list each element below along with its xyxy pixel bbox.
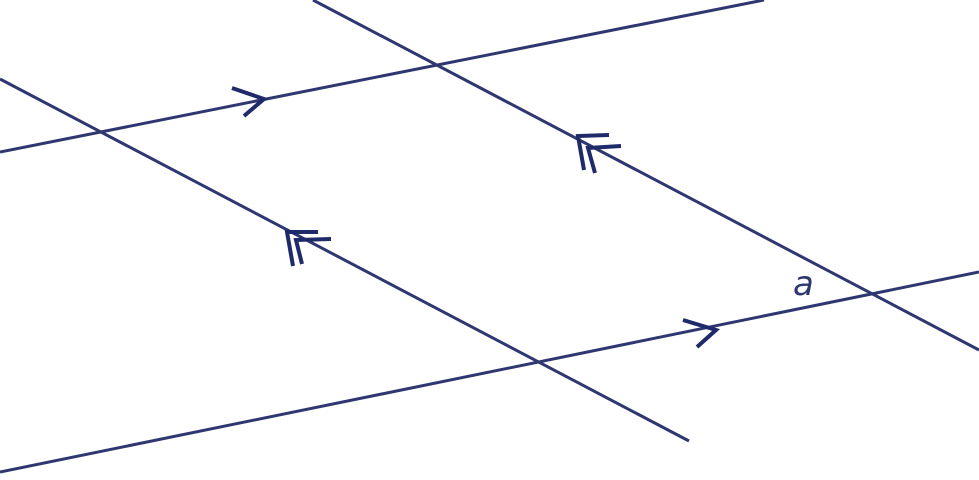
parallel-line-right <box>312 0 979 352</box>
transversal-upper-line <box>0 0 765 154</box>
single-arrow-lower-icon <box>682 318 720 349</box>
parallel-line-left <box>0 77 690 443</box>
arrow-marks-group <box>231 86 720 349</box>
single-arrow-upper-icon <box>231 86 268 118</box>
transversal-lower-line <box>0 270 979 474</box>
double-arrow-left-a-icon <box>284 230 318 267</box>
double-arrow-right-a-icon <box>575 133 610 171</box>
angle-label: a <box>793 264 814 304</box>
double-arrow-right-b-icon <box>585 144 622 174</box>
double-arrow-left-b-icon <box>293 237 332 265</box>
